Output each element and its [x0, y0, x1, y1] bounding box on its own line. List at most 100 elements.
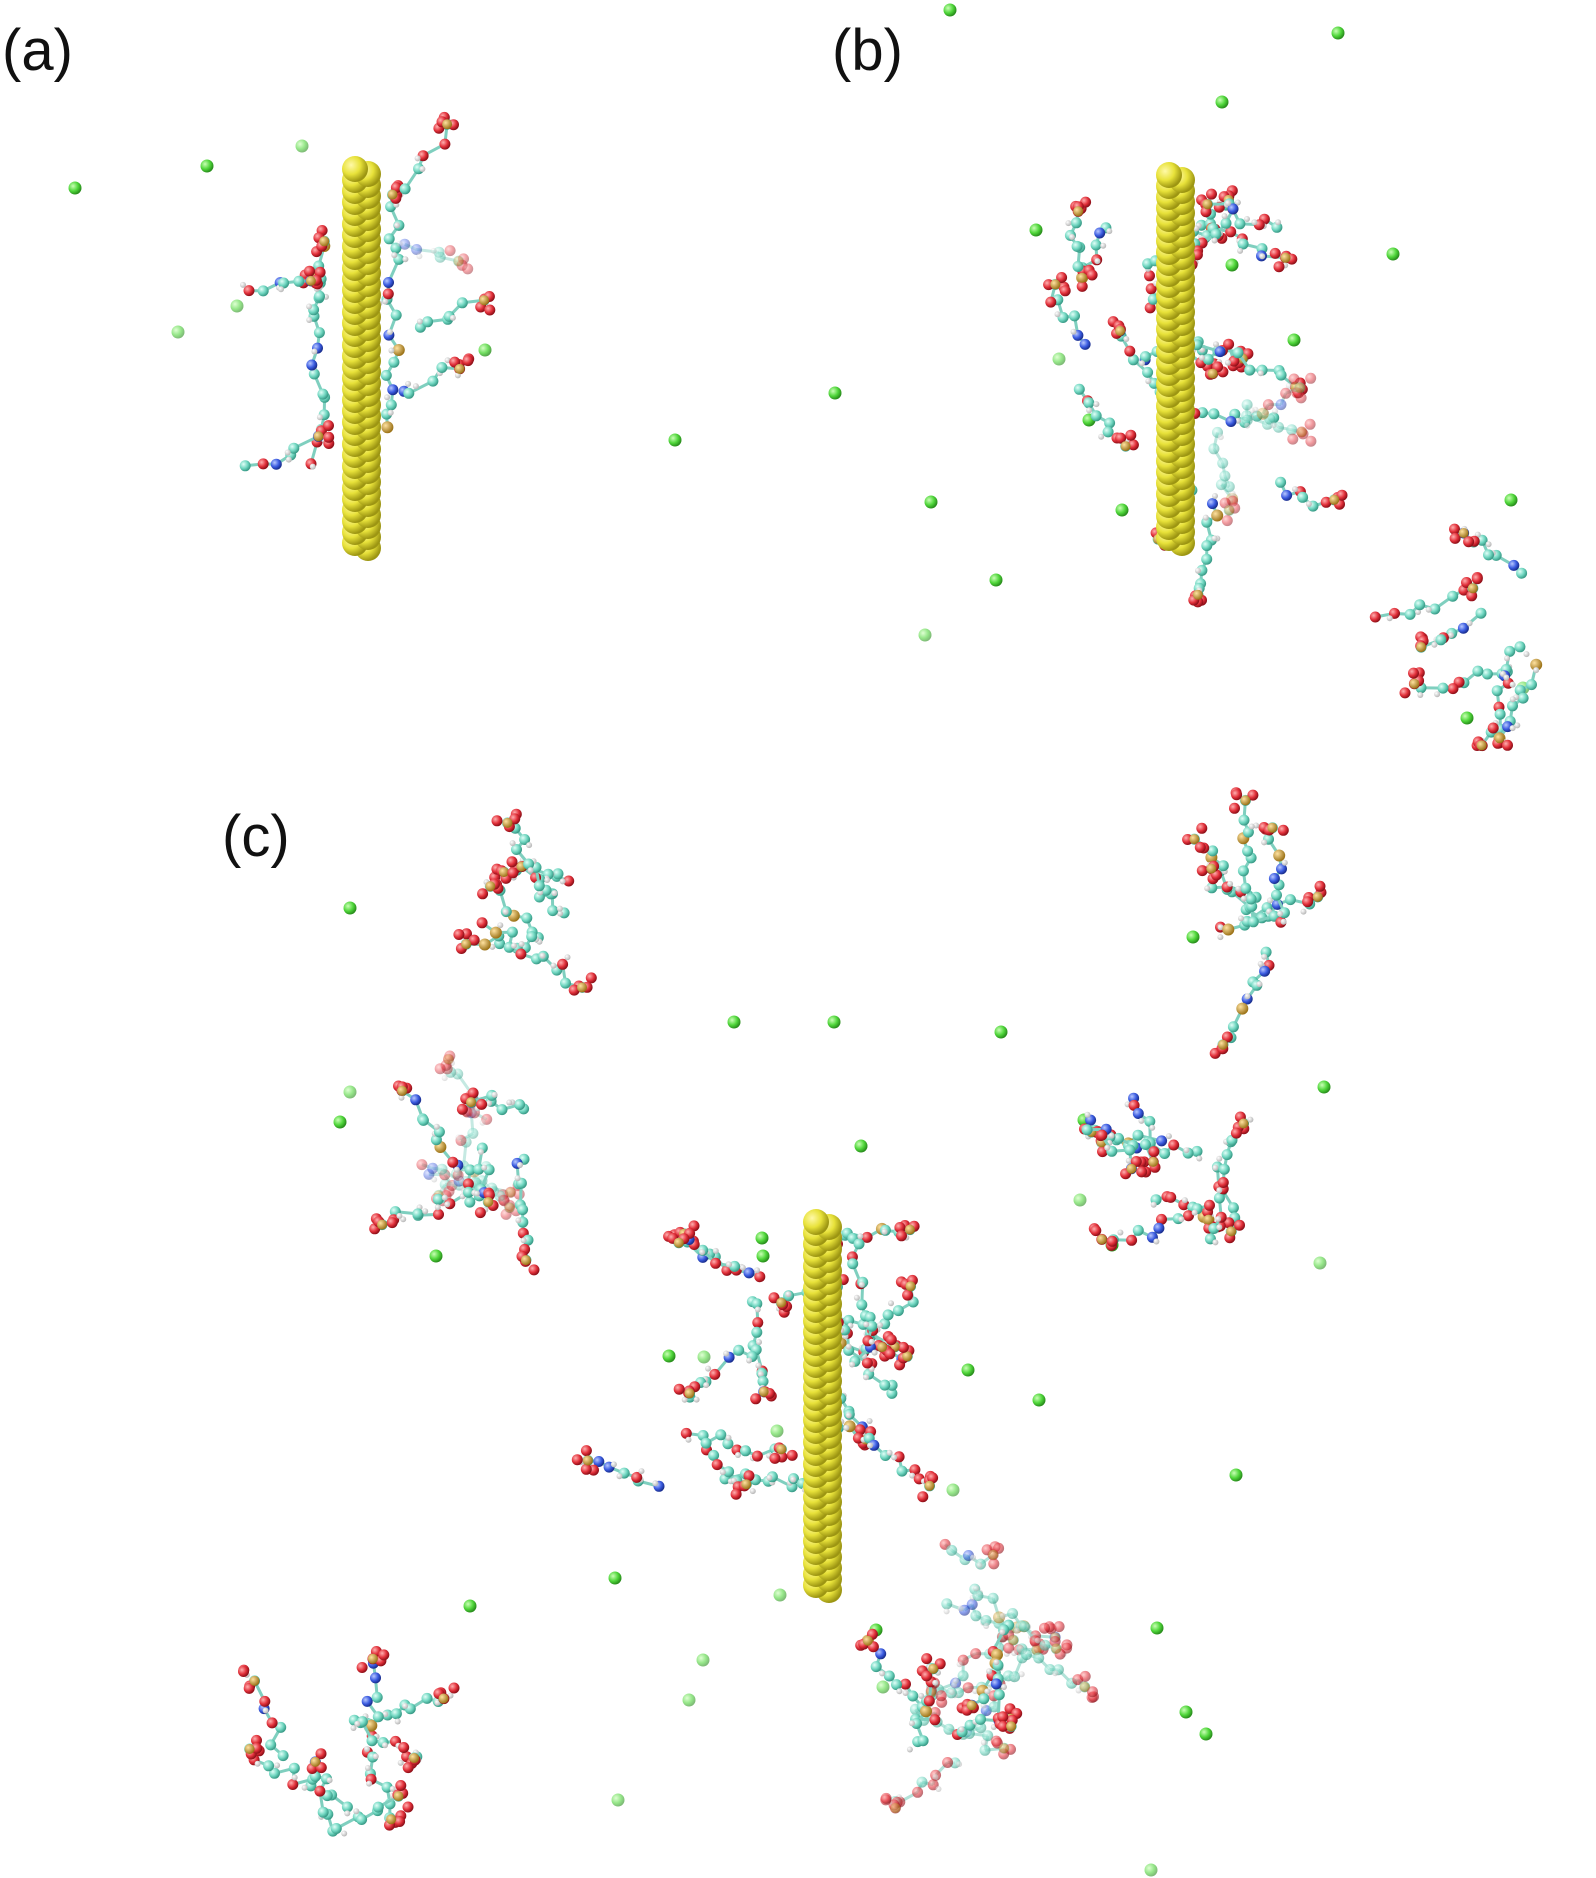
hydrogen-atom: [790, 1476, 797, 1483]
hydrogen-atom: [444, 357, 451, 364]
carbon-atom: [916, 1776, 928, 1788]
carbon-atom: [456, 297, 468, 309]
phosphorus-atom: [862, 1635, 873, 1646]
hydrogen-atom: [479, 1119, 486, 1126]
oxygen-atom: [1247, 789, 1259, 801]
carbon-atom: [1275, 476, 1287, 488]
sodium-ion: [770, 1424, 784, 1438]
oxygen-atom: [474, 1207, 486, 1219]
surfactant-b-right: [1275, 476, 1348, 512]
carbon-atom: [390, 1708, 402, 1720]
micelle-c-6: [306, 1748, 339, 1837]
hydrogen-atom: [999, 1612, 1006, 1619]
oxygen-atom: [287, 1779, 299, 1790]
oxygen-atom: [444, 245, 456, 257]
oxygen-atom: [751, 1450, 763, 1462]
hydrogen-atom: [1386, 615, 1393, 622]
oxygen-atom: [1234, 1219, 1245, 1231]
panel-label-b: (b): [832, 18, 903, 83]
hydrogen-atom: [396, 240, 403, 247]
hydrogen-atom: [1212, 493, 1218, 499]
carbon-atom: [1238, 814, 1250, 826]
sodium-ion: [1150, 1621, 1164, 1635]
oxygen-atom: [386, 1217, 398, 1229]
hydrogen-atom: [454, 372, 461, 379]
hydrogen-atom: [414, 155, 421, 162]
oxygen-atom: [1230, 1127, 1242, 1139]
hydrogen-atom: [1153, 1238, 1160, 1245]
oxygen-atom: [378, 1649, 390, 1661]
carbon-atom: [511, 844, 522, 855]
carbon-atom: [1472, 665, 1484, 677]
phosphorus-atom: [1006, 1721, 1017, 1732]
oxygen-atom: [1314, 880, 1326, 892]
carbon-atom: [1494, 708, 1506, 720]
nitrogen-atom: [593, 1456, 605, 1467]
phosphorus-atom: [1115, 326, 1126, 336]
oxygen-atom: [1466, 590, 1478, 602]
carbon-atom: [385, 201, 397, 213]
hydrogen-atom: [699, 1249, 706, 1256]
oxygen-atom: [1125, 429, 1137, 441]
hydrogen-atom: [1221, 213, 1228, 220]
hydrogen-atom: [1256, 981, 1263, 988]
carbon-atom: [314, 290, 325, 302]
surfactant-a-right-3: [414, 291, 496, 333]
carbon-atom: [412, 1208, 424, 1220]
hydrogen-atom: [957, 1605, 964, 1612]
oxygen-atom: [927, 1472, 939, 1484]
hydrogen-atom: [1204, 885, 1211, 892]
carbon-atom: [1207, 845, 1219, 857]
hydrogen-atom: [1270, 422, 1277, 429]
hydrogen-atom: [1149, 1124, 1156, 1131]
hydrogen-atom: [1178, 1216, 1185, 1223]
hydrogen-atom: [845, 1343, 852, 1350]
hydrogen-atom: [953, 1677, 959, 1684]
carbon-atom: [547, 905, 559, 917]
carbon-atom: [740, 1445, 751, 1457]
hydrogen-atom: [1509, 696, 1516, 703]
hydrogen-atom: [1244, 422, 1251, 429]
oxygen-atom: [709, 1368, 721, 1380]
oxygen-atom: [416, 1159, 428, 1171]
carbon-atom: [722, 1438, 734, 1450]
hydrogen-atom: [891, 1454, 898, 1461]
hydrogen-atom: [1211, 535, 1218, 542]
hydrogen-atom: [1523, 651, 1530, 658]
oxygen-atom: [921, 1653, 933, 1665]
hydrogen-atom: [785, 1291, 792, 1298]
oxygen-atom: [1302, 896, 1314, 908]
surfactant-b-free-2: [1471, 641, 1530, 752]
oxygen-atom: [894, 1222, 906, 1233]
oxygen-atom: [1127, 439, 1139, 451]
oxygen-atom: [1053, 1621, 1065, 1633]
micelle-c-6: [244, 1734, 353, 1817]
micelle-c-3: [369, 1186, 485, 1235]
micelle-c-6: [361, 1746, 407, 1831]
phosphorus-atom: [1267, 822, 1278, 833]
carbon-atom: [383, 233, 395, 245]
sodium-ion: [1052, 352, 1066, 366]
sodium-ion: [343, 901, 357, 915]
phosphorus-atom: [461, 939, 472, 950]
surfactant-b-left: [1073, 383, 1139, 452]
phosphorus-atom: [367, 1653, 378, 1664]
hydrogen-atom: [384, 394, 391, 401]
phosphorus-atom: [920, 1705, 932, 1718]
carbon-atom: [1507, 700, 1518, 712]
carbon-atom: [1241, 399, 1253, 411]
oxygen-atom: [1183, 1210, 1194, 1222]
phosphorus-atom: [1148, 1156, 1159, 1167]
sodium-ion: [230, 299, 244, 313]
carbon-atom: [1033, 1652, 1045, 1664]
hydrogen-atom: [396, 1212, 403, 1219]
hydrogen-atom: [705, 1365, 712, 1372]
hydrogen-atom: [388, 347, 395, 354]
oxygen-atom: [243, 285, 255, 297]
hydrogen-atom: [999, 1629, 1006, 1635]
phosphorus-atom: [577, 982, 587, 993]
hydrogen-atom: [1191, 1209, 1198, 1216]
oxygen-atom: [1145, 283, 1157, 295]
hydrogen-atom: [932, 1679, 939, 1686]
oxygen-atom: [251, 1734, 262, 1746]
